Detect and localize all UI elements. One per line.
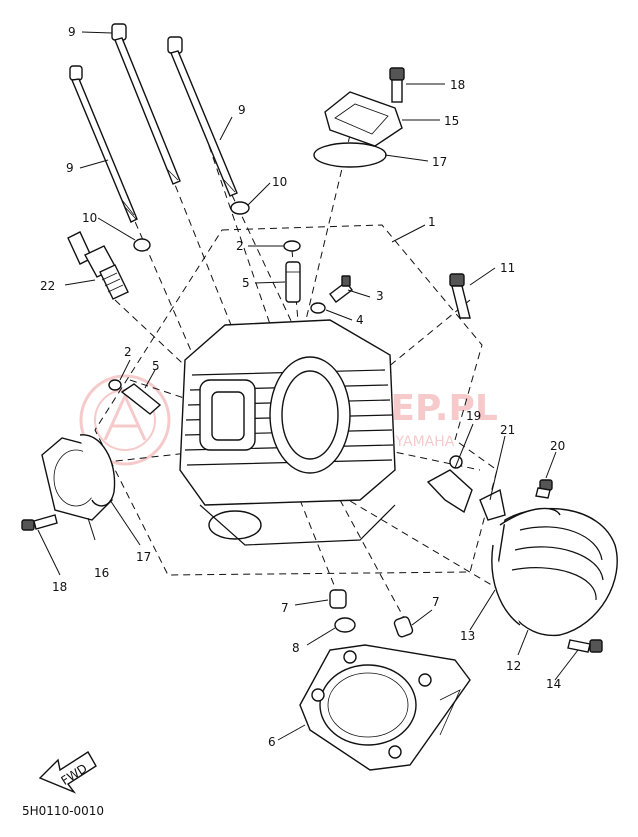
washer-10-right bbox=[230, 201, 250, 215]
callout-2-left: 2 bbox=[124, 345, 132, 359]
leader-lines bbox=[37, 31, 579, 741]
bolt-18-side bbox=[21, 514, 58, 531]
callout-10-right: 10 bbox=[272, 175, 287, 189]
bolt-18-top bbox=[389, 67, 405, 103]
callout-21: 21 bbox=[500, 423, 515, 437]
head-bolt-9-mid bbox=[111, 23, 181, 185]
diagram-code: 5H0110-0010 bbox=[22, 804, 104, 818]
dowel-7-left bbox=[329, 589, 347, 609]
callout-17-top: 17 bbox=[432, 155, 447, 169]
callout-18-top: 18 bbox=[450, 78, 465, 92]
callout-9-right: 9 bbox=[238, 103, 246, 117]
gasket-13 bbox=[491, 507, 561, 626]
callout-2-upper: 2 bbox=[236, 239, 244, 253]
callout-1: 1 bbox=[428, 215, 436, 229]
o-ring-17-side bbox=[79, 434, 116, 507]
valve-guide-5-left bbox=[120, 383, 162, 415]
head-gasket-6 bbox=[299, 644, 471, 771]
callout-7-left: 7 bbox=[281, 601, 289, 615]
pin-21 bbox=[479, 488, 506, 521]
callout-5-left: 5 bbox=[152, 359, 160, 373]
callout-18-side: 18 bbox=[52, 580, 67, 594]
clip-2-upper bbox=[283, 240, 301, 252]
callout-13: 13 bbox=[460, 629, 475, 643]
callout-5-upper: 5 bbox=[242, 276, 250, 290]
bolt-3 bbox=[329, 275, 353, 303]
callout-12: 12 bbox=[506, 659, 521, 673]
valve-guide-5-upper bbox=[285, 261, 301, 303]
o-ring-17-top bbox=[313, 142, 387, 168]
lever-19 bbox=[426, 455, 473, 514]
callout-4: 4 bbox=[356, 313, 364, 327]
callout-15: 15 bbox=[444, 114, 459, 128]
callout-3: 3 bbox=[376, 289, 384, 303]
o-ring-8 bbox=[334, 617, 356, 633]
callout-9-top: 9 bbox=[68, 25, 76, 39]
callout-8: 8 bbox=[292, 641, 300, 655]
cover-15 bbox=[324, 91, 403, 147]
callout-16: 16 bbox=[94, 566, 109, 580]
callout-10-left: 10 bbox=[82, 211, 97, 225]
spark-plug-22 bbox=[67, 231, 129, 300]
callout-labels: 9 9 9 10 10 1 2 5 3 4 11 22 18 15 17 2 5… bbox=[40, 25, 565, 749]
bolt-11 bbox=[449, 273, 471, 319]
fwd-arrow: FWD bbox=[38, 751, 97, 794]
callout-17-side: 17 bbox=[136, 550, 151, 564]
clip-2-left bbox=[108, 379, 122, 391]
head-bolt-9-right bbox=[167, 36, 238, 197]
callout-7-right: 7 bbox=[432, 595, 440, 609]
dowel-7-right bbox=[393, 616, 414, 638]
head-bolt-9-left bbox=[69, 65, 138, 223]
callout-6: 6 bbox=[268, 735, 276, 749]
washer-10-left bbox=[133, 238, 151, 252]
callout-11: 11 bbox=[500, 261, 515, 275]
callout-9-left: 9 bbox=[66, 161, 74, 175]
bolt-20 bbox=[535, 479, 553, 499]
callout-19: 19 bbox=[466, 409, 481, 423]
callout-14: 14 bbox=[546, 677, 561, 691]
cylinder-head-1 bbox=[179, 319, 396, 546]
washer-4 bbox=[310, 302, 326, 314]
bolt-14 bbox=[567, 639, 603, 653]
callout-20: 20 bbox=[550, 439, 565, 453]
callout-22: 22 bbox=[40, 279, 55, 293]
